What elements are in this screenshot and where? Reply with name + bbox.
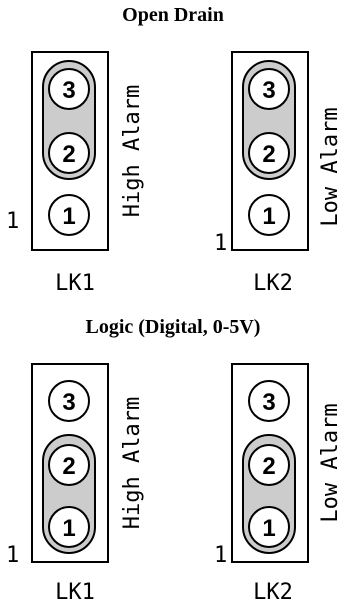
alarm-label: Low Alarm [318, 403, 343, 522]
pin-one-marker: 1 [214, 231, 227, 256]
pin-3-label: 3 [62, 77, 75, 104]
section-title-logic: Logic (Digital, 0-5V) [85, 316, 261, 338]
pin-3-label: 3 [262, 389, 275, 416]
pin-one-marker: 1 [214, 543, 227, 568]
section-title-open-drain: Open Drain [122, 4, 224, 26]
pin-2 [48, 444, 90, 486]
pin-3 [48, 68, 90, 110]
pin-2-label: 2 [262, 453, 275, 480]
pin-1 [248, 194, 290, 236]
jumper-logic-lk1: 3 2 1 1 LK1 High Alarm [0, 363, 150, 609]
jumper-logic-lk2: 3 2 1 1 LK2 Low Alarm [198, 363, 346, 609]
jumper-diagram: 3 2 1 1 LK1 High Alarm [6, 363, 145, 605]
pin-2 [248, 132, 290, 174]
pin-1-label: 1 [262, 203, 275, 230]
pin-3-label: 3 [262, 77, 275, 104]
pin-3-label: 3 [62, 389, 75, 416]
pin-1 [48, 506, 90, 548]
jumper-label: LK2 [253, 271, 293, 296]
alarm-label: High Alarm [120, 397, 145, 529]
pin-1 [248, 506, 290, 548]
pin-one-marker: 1 [6, 209, 19, 234]
jumper-label: LK1 [55, 271, 95, 296]
pin-one-marker: 1 [6, 543, 19, 568]
pin-3 [48, 380, 90, 422]
jumper-open-drain-lk2: 3 2 1 1 LK2 Low Alarm [198, 51, 346, 302]
pin-3 [248, 68, 290, 110]
pin-2 [248, 444, 290, 486]
pin-2 [48, 132, 90, 174]
jumper-open-drain-lk1: 3 2 1 1 LK1 High Alarm [0, 51, 150, 302]
alarm-label: Low Alarm [318, 107, 343, 226]
pin-1-label: 1 [262, 515, 275, 542]
pin-2-label: 2 [62, 453, 75, 480]
jumper-label: LK2 [253, 580, 293, 605]
pin-2-label: 2 [62, 141, 75, 168]
alarm-label: High Alarm [120, 85, 145, 217]
jumper-diagram: 3 2 1 1 LK2 Low Alarm [214, 363, 343, 605]
pin-1-label: 1 [62, 515, 75, 542]
pin-1-label: 1 [62, 203, 75, 230]
pin-2-label: 2 [262, 141, 275, 168]
jumper-diagram: 3 2 1 1 LK2 Low Alarm [214, 51, 343, 296]
jumper-label: LK1 [55, 580, 95, 605]
jumper-diagram: 3 2 1 1 LK1 High Alarm [6, 51, 145, 296]
pin-3 [248, 380, 290, 422]
pin-1 [48, 194, 90, 236]
